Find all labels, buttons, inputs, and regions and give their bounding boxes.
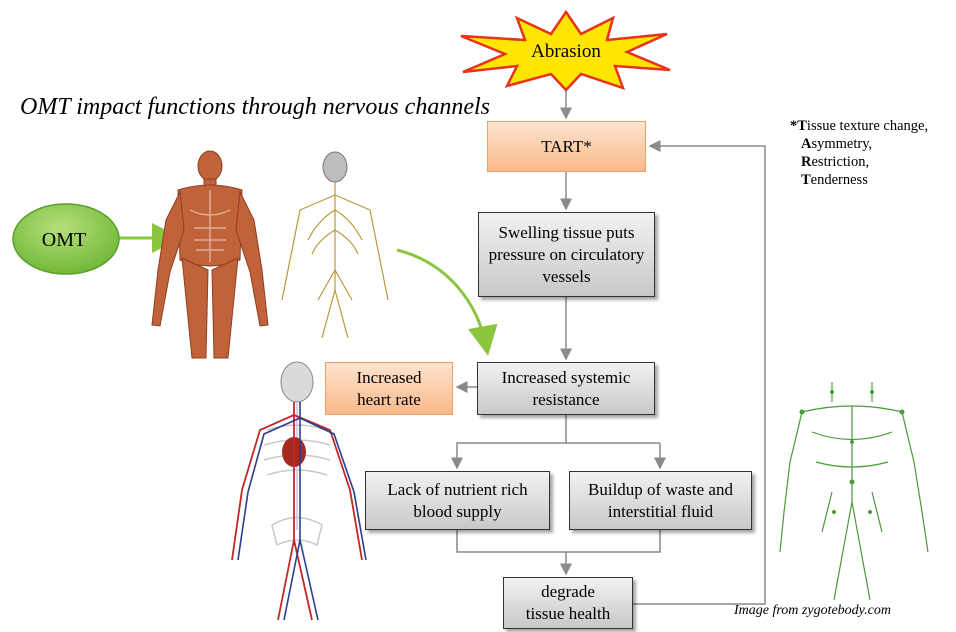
- nervous-system-image: [278, 150, 393, 340]
- legend-initial: A: [801, 136, 811, 152]
- degrade-box: degrade tissue health: [503, 577, 633, 629]
- swelling-label: Swelling tissue puts pressure on circula…: [487, 222, 646, 288]
- legend-text: estriction,: [811, 154, 869, 170]
- legend-item-4: Tenderness: [790, 171, 928, 189]
- circulatory-system-image: [212, 360, 382, 625]
- abrasion-label: Abrasion: [531, 41, 601, 62]
- legend-initial: T: [801, 172, 811, 188]
- diagram-title: OMT impact functions through nervous cha…: [20, 92, 490, 123]
- tart-box: TART*: [487, 121, 646, 172]
- arrow-resistance-lack: [457, 415, 566, 468]
- buildup-box: Buildup of waste and interstitial fluid: [569, 471, 752, 530]
- omt-ellipse: OMT: [10, 201, 122, 277]
- swelling-box: Swelling tissue puts pressure on circula…: [478, 212, 655, 297]
- legend-text: enderness: [811, 172, 868, 188]
- lack-label: Lack of nutrient rich blood supply: [376, 479, 539, 523]
- green-curved-arrow: [397, 250, 487, 350]
- legend-initial: T: [797, 118, 807, 134]
- image-credit: Image from zygotebody.com: [734, 603, 891, 619]
- lymphatic-system-image: [772, 372, 940, 602]
- lack-box: Lack of nutrient rich blood supply: [365, 471, 550, 530]
- legend-item-1: *Tissue texture change,: [790, 117, 928, 135]
- legend-item-2: Asymmetry,: [790, 135, 928, 153]
- resistance-box: Increased systemic resistance: [477, 362, 655, 415]
- abrasion-burst: Abrasion: [455, 10, 677, 92]
- legend-text: issue texture change,: [807, 118, 928, 134]
- merge-line: [457, 530, 660, 552]
- muscular-figure-image: [150, 150, 270, 360]
- degrade-label: degrade tissue health: [520, 581, 616, 625]
- resistance-label: Increased systemic resistance: [492, 367, 640, 411]
- legend-text: symmetry,: [811, 136, 872, 152]
- tart-label: TART*: [541, 136, 592, 158]
- omt-label: OMT: [42, 229, 86, 251]
- buildup-label: Buildup of waste and interstitial fluid: [584, 479, 737, 523]
- legend-initial: R: [801, 154, 811, 170]
- tart-legend: *Tissue texture change, Asymmetry, Restr…: [790, 117, 928, 189]
- legend-item-3: Restriction,: [790, 153, 928, 171]
